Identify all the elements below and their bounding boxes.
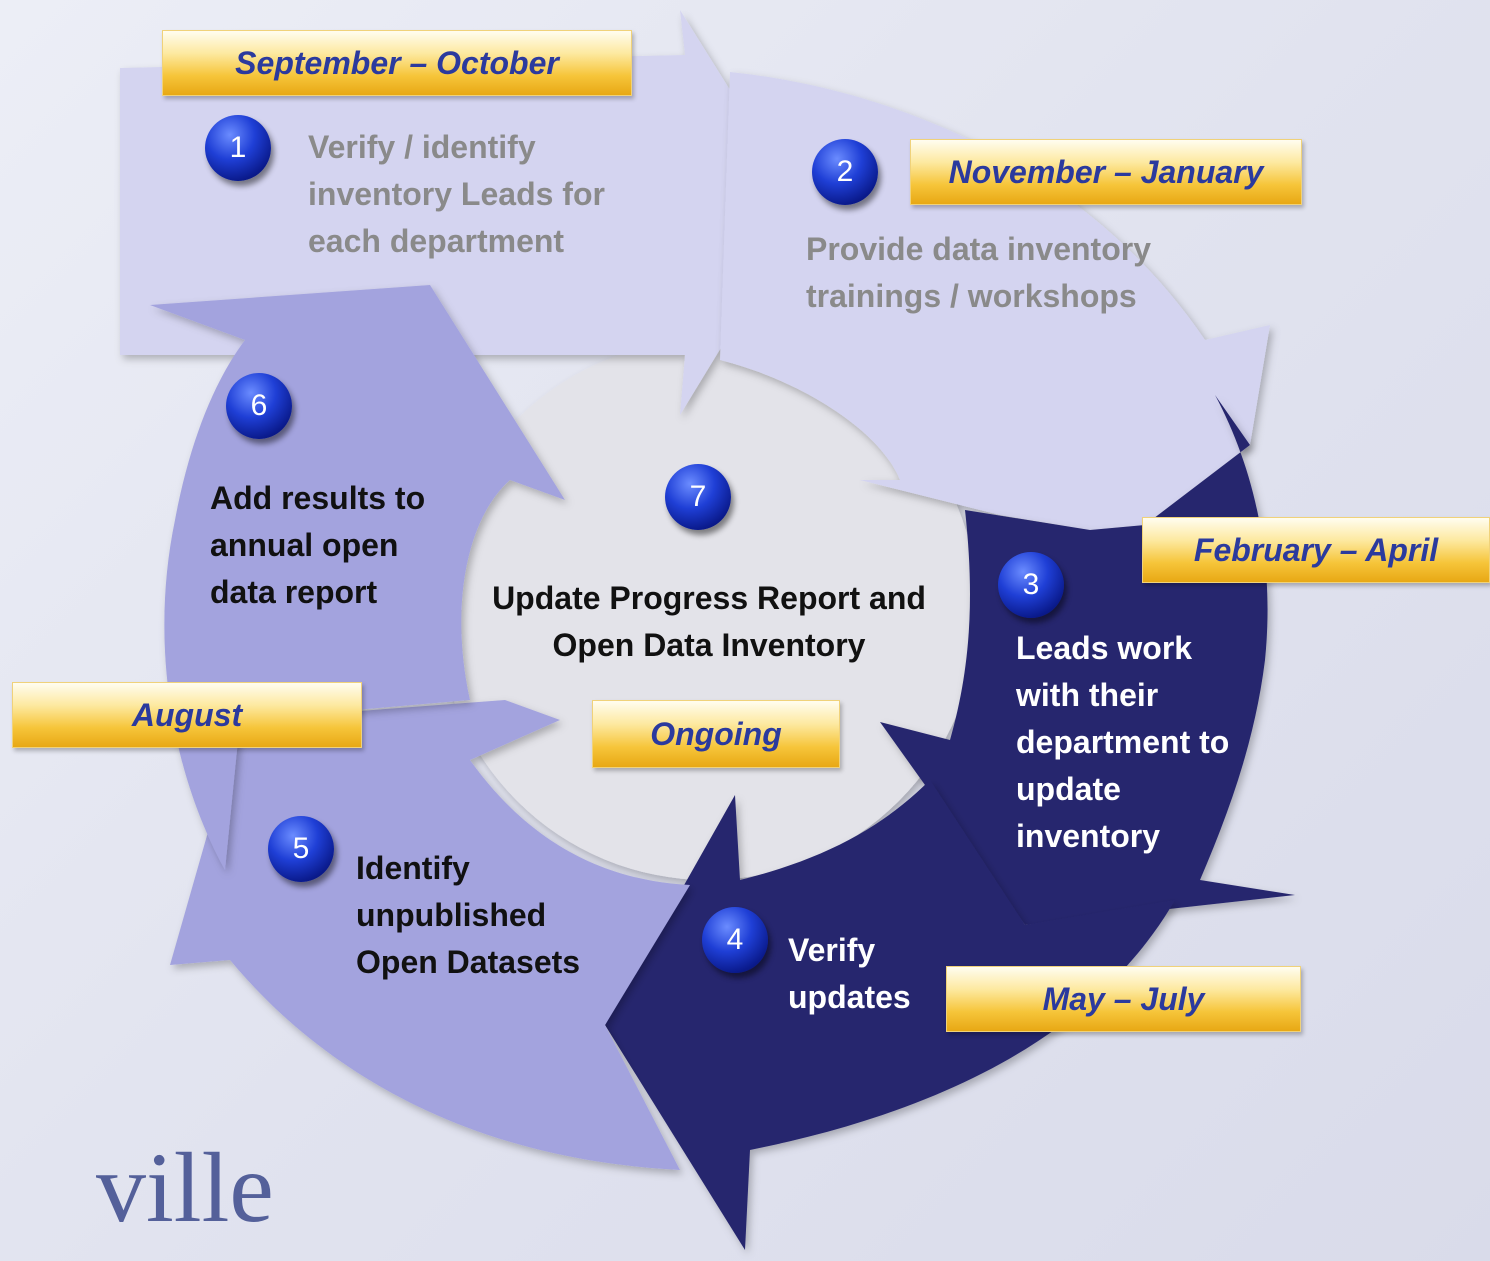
step-badge-1: 1 [205,115,271,181]
step-text-6: Add results to annual open data report [210,480,426,610]
arrow-step-4 [605,780,1175,1250]
period-label-step-3: February – April [1142,517,1490,583]
period-label-step-5: August [12,682,362,748]
step-badge-4: 4 [702,907,768,973]
step-badge-3: 3 [998,552,1064,618]
step-text-4: Verify updates [788,932,911,1015]
period-label-step-4: May – July [946,966,1301,1032]
logo-fragment: ville [96,1132,274,1243]
period-label-step-1: September – October [162,30,632,96]
period-label-step-7: Ongoing [592,700,840,768]
step-text-1: Verify / identify inventory Leads for ea… [308,129,605,259]
step-text-3: Leads work with their department to upda… [1016,630,1230,854]
period-label-step-2: November – January [910,139,1302,205]
step-text-7: Update Progress Report and Open Data Inv… [492,580,926,663]
step-badge-7: 7 [665,464,731,530]
step-text-2: Provide data inventory trainings / works… [806,231,1151,314]
step-badge-2: 2 [812,139,878,205]
step-text-5: Identify unpublished Open Datasets [356,850,581,980]
center-disc [438,340,978,880]
step-badge-6: 6 [226,373,292,439]
step-badge-5: 5 [268,816,334,882]
